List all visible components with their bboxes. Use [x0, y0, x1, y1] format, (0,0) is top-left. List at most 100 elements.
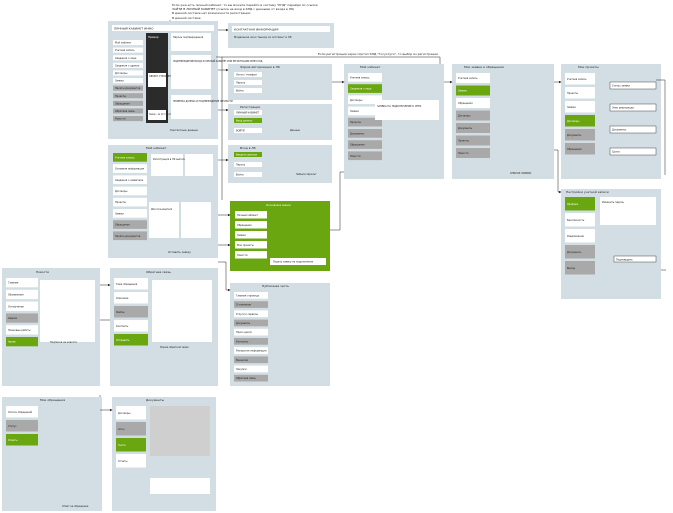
col-c-item-box[interactable]: [565, 87, 595, 99]
col-a-item-box[interactable]: [348, 84, 382, 93]
bottom-left-item-box[interactable]: [6, 325, 38, 335]
col-c-item-label: Договоры: [567, 120, 579, 123]
second-list-item-box[interactable]: [113, 186, 147, 196]
svg-text:Пароль подтверждения: Пароль подтверждения: [173, 36, 204, 39]
mid-list-item-box[interactable]: [234, 338, 268, 345]
col-c-note-label: Статус заявки: [612, 85, 630, 88]
bottom-mid-item-box[interactable]: [114, 278, 148, 290]
bottom-left-item-box[interactable]: [6, 313, 38, 323]
col-a-item-box[interactable]: [348, 95, 382, 105]
col-d-item-box[interactable]: [565, 213, 595, 227]
bottom-far-item-box[interactable]: [116, 454, 146, 468]
bottom-mid-item-box[interactable]: [114, 306, 148, 318]
mid-list-item-box[interactable]: [234, 319, 268, 327]
svg-text:Ответ на обращение: Ответ на обращение: [62, 505, 89, 508]
bottom-right-item-label: Список обращений: [8, 411, 33, 414]
col-c-note-box: [609, 147, 657, 156]
green-menu-item-box[interactable]: [235, 251, 267, 259]
col-a-item-box[interactable]: [348, 106, 382, 116]
bottom-right-item-box[interactable]: [6, 406, 38, 418]
mid-list-item-box[interactable]: [234, 310, 268, 318]
col-d-item-box[interactable]: [565, 261, 595, 275]
col-a-item-box[interactable]: [348, 129, 382, 138]
second-list-item-box[interactable]: [113, 175, 147, 185]
second-list-item-box[interactable]: [113, 164, 147, 173]
second-list-item-box[interactable]: [113, 209, 147, 218]
green-menu-item-box[interactable]: [235, 231, 267, 239]
main-list-item-label: Заявки: [115, 80, 124, 83]
bottom-far-item-box[interactable]: [116, 406, 146, 420]
main-list-item-box[interactable]: [113, 55, 143, 61]
second-list-item-box[interactable]: [113, 153, 147, 162]
bottom-far-item-box[interactable]: [116, 438, 146, 452]
bottom-mid-item-box[interactable]: [114, 292, 148, 304]
svg-text:Изменить пароль: Изменить пароль: [602, 201, 625, 204]
bottom-right-item-label: Ответы: [8, 439, 18, 442]
col-d-item-box[interactable]: [565, 229, 595, 243]
col-c-item-box[interactable]: [565, 129, 595, 141]
col-b-item-box[interactable]: [456, 135, 490, 146]
col-a-item-box[interactable]: [348, 140, 382, 149]
mid-list-item-box[interactable]: [234, 292, 268, 299]
col-c-item-box[interactable]: [565, 101, 595, 113]
second-list-item-box[interactable]: [113, 197, 147, 207]
mid-list-item-box[interactable]: [234, 347, 268, 354]
bottom-right-item-box[interactable]: [6, 434, 38, 446]
mid-list-item-box[interactable]: [234, 374, 268, 382]
green-menu-item-box[interactable]: [235, 221, 267, 229]
col-b-item-box[interactable]: [456, 73, 490, 83]
svg-text:Введите данные: Введите данные: [236, 154, 257, 157]
mid-list-item-box[interactable]: [234, 301, 268, 308]
col-c-item-box[interactable]: [565, 143, 595, 155]
main-list-item-label: Договоры: [115, 72, 127, 75]
col-d-item-label: Выход: [567, 267, 575, 270]
col-a-item-box[interactable]: [348, 117, 382, 127]
main-list-item-box[interactable]: [113, 62, 143, 68]
col-d-item-box[interactable]: [565, 245, 595, 259]
col-c-item-box[interactable]: [565, 73, 595, 85]
main-list-item-box[interactable]: [113, 47, 143, 53]
green-menu-item-box[interactable]: [235, 211, 267, 219]
mid-list-item-label: Обратная связь: [236, 377, 256, 380]
svg-text:Войти: Войти: [236, 90, 244, 93]
col-b-item-box[interactable]: [456, 98, 490, 108]
main-list-item-box[interactable]: [113, 93, 143, 99]
col-a-item-box[interactable]: [348, 73, 382, 82]
main-list-item-box[interactable]: [113, 78, 143, 84]
bottom-left-item-box[interactable]: [6, 337, 38, 347]
col-d-item-box[interactable]: [565, 197, 595, 211]
col-b-item-box[interactable]: [456, 110, 490, 121]
second-list-item-box[interactable]: [113, 231, 147, 241]
main-list-item-label: Сведения о здании: [115, 64, 140, 67]
col-d-panel: Настройки учетной записи ПрофильБезопасн…: [561, 189, 661, 299]
col-b-item-box[interactable]: [456, 148, 490, 158]
mid-list-item-box[interactable]: [234, 328, 268, 336]
main-list-item-box[interactable]: [113, 116, 143, 122]
connectors: [99, 20, 666, 412]
main-list-item-box[interactable]: [113, 108, 143, 114]
mid-list-item-box[interactable]: [234, 356, 268, 364]
mid-list-item-box[interactable]: [234, 365, 268, 373]
col-b-item-box[interactable]: [456, 85, 490, 96]
bottom-far-item-box[interactable]: [116, 422, 146, 436]
main-list-item-box[interactable]: [113, 40, 143, 46]
main-list-item-box[interactable]: [113, 70, 143, 76]
main-list-item-box[interactable]: [113, 100, 143, 106]
col-a-item-box[interactable]: [348, 151, 382, 161]
bottom-mid-item-box[interactable]: [114, 320, 148, 332]
col-c-item-box[interactable]: [565, 115, 595, 127]
main-list-item-box[interactable]: [113, 85, 143, 91]
second-list-item-box[interactable]: [113, 220, 147, 229]
bottom-left-item-box[interactable]: [6, 289, 38, 300]
col-b-item-box[interactable]: [456, 123, 490, 133]
bottom-left-item-box[interactable]: [6, 301, 38, 311]
bottom-mid-item-label: Контакты: [116, 325, 128, 328]
bottom-mid-item-box[interactable]: [114, 334, 148, 346]
col-c-note-box: [609, 103, 657, 112]
bottom-left-item-box[interactable]: [6, 278, 38, 288]
col-b-panel: Мои заявки и обращения Учетная записьЗая…: [452, 64, 554, 179]
bottom-right-item-box[interactable]: [6, 420, 38, 432]
green-menu-item-box[interactable]: [235, 241, 267, 249]
col-c-note-label: Документы: [612, 129, 626, 132]
